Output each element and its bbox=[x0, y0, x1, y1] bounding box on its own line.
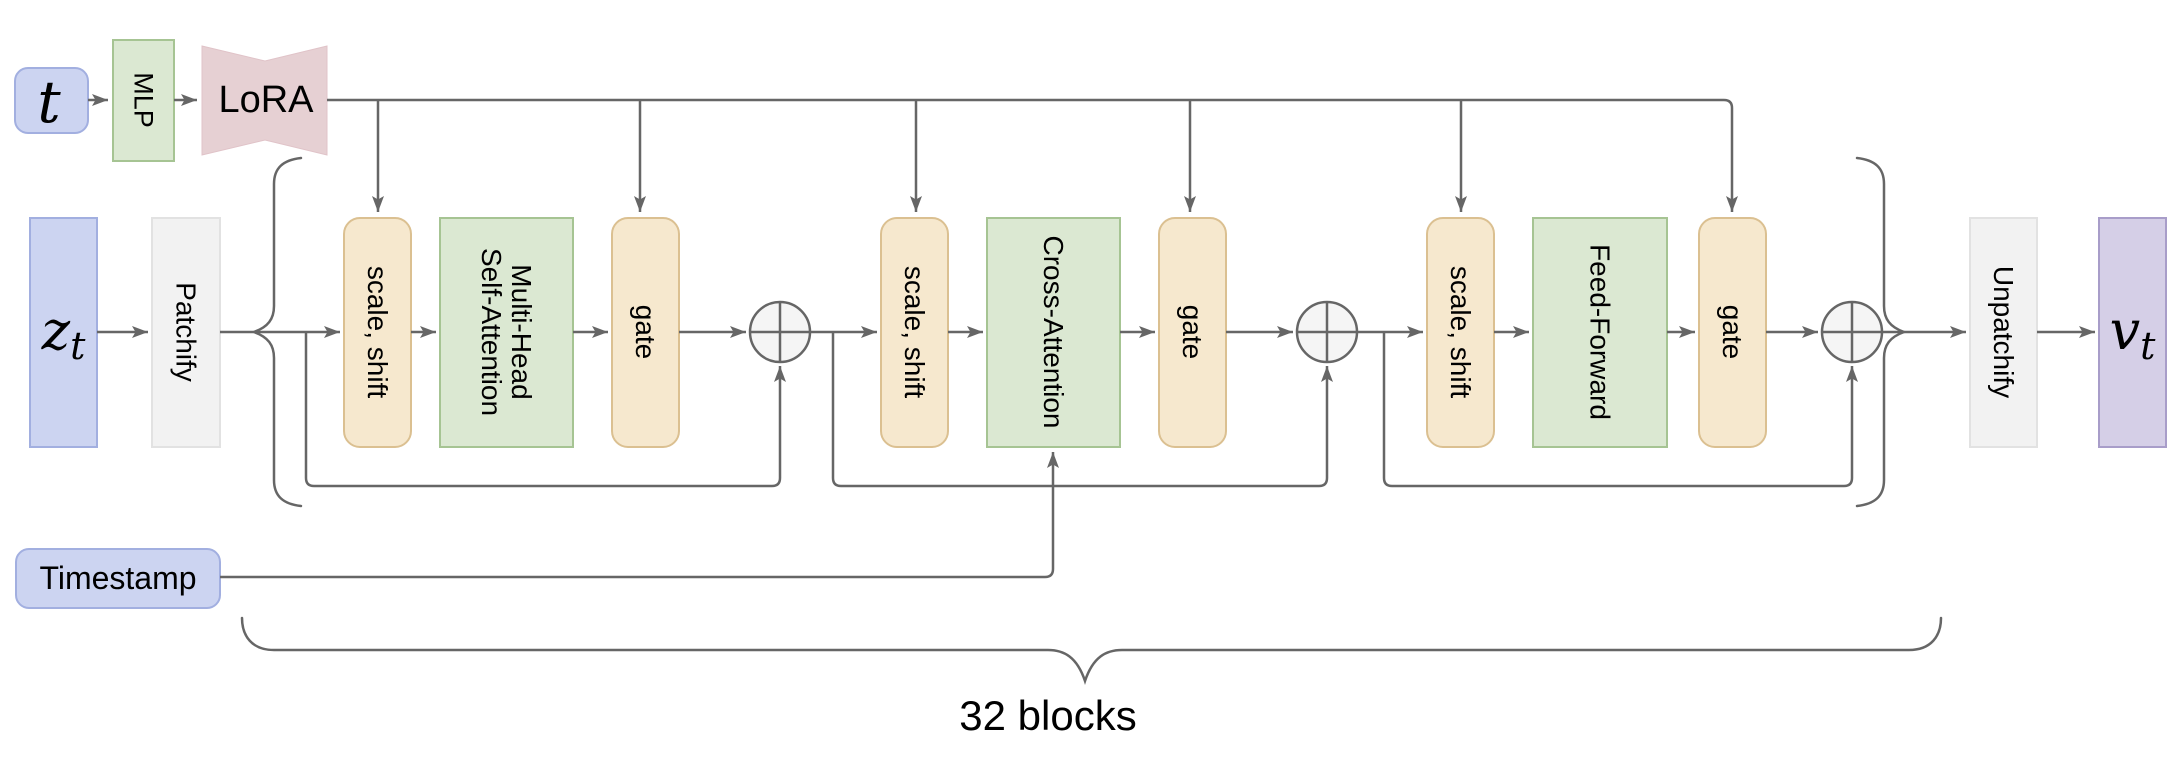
skip-connection-2 bbox=[831, 332, 1333, 488]
patchify-label: Patchify bbox=[171, 282, 202, 382]
gate-2-label: gate bbox=[1177, 305, 1208, 360]
plus-icon bbox=[1297, 302, 1357, 362]
vt-subscript: t bbox=[2140, 324, 2156, 368]
self-attention-box bbox=[439, 217, 574, 448]
lora-label: LoRA bbox=[218, 79, 314, 121]
skip-connection-3 bbox=[1382, 332, 1858, 488]
unpatchify-label: Unpatchify bbox=[1988, 266, 2019, 398]
conditioning-bus bbox=[327, 98, 1738, 212]
skip-connection-1 bbox=[304, 332, 786, 488]
blocks-count-brace bbox=[240, 616, 1943, 685]
lora-shape bbox=[201, 45, 328, 156]
gate-1-label: gate bbox=[630, 305, 661, 360]
zt-subscript: t bbox=[70, 324, 86, 368]
vt-output-box bbox=[2098, 217, 2167, 448]
unpatchify-box bbox=[1969, 217, 2038, 448]
self-attention-label-line2: Self-Attention bbox=[476, 248, 507, 416]
cross-attention-box bbox=[986, 217, 1121, 448]
blocks-count-label: 32 blocks bbox=[959, 692, 1136, 739]
plus-icon bbox=[750, 302, 810, 362]
cross-attention-label: Cross-Attention bbox=[1038, 236, 1069, 429]
add-node-2 bbox=[1295, 300, 1359, 364]
timestamp-label: Timestamp bbox=[39, 560, 196, 596]
self-attention-label-line1: Multi-Head bbox=[506, 264, 537, 399]
scale-shift-2-label: scale, shift bbox=[899, 266, 930, 398]
add-node-3 bbox=[1820, 300, 1884, 364]
add-node-1 bbox=[748, 300, 812, 364]
scale-shift-3-label: scale, shift bbox=[1445, 266, 1476, 398]
mlp-label: MLP bbox=[129, 72, 159, 128]
zt-input-box bbox=[29, 217, 98, 448]
edge-timestamp-to-cross-attention bbox=[220, 452, 1059, 579]
plus-icon bbox=[1822, 302, 1882, 362]
timestamp-box bbox=[15, 548, 221, 609]
zt-base: z bbox=[41, 299, 71, 362]
vt-base: v bbox=[2110, 299, 2141, 362]
gate-3-label: gate bbox=[1717, 305, 1748, 360]
vt-output-label: vt bbox=[2110, 299, 2157, 369]
scale-shift-1-label: scale, shift bbox=[362, 266, 393, 398]
feed-forward-label: Feed-Forward bbox=[1585, 244, 1616, 420]
zt-input-label: zt bbox=[41, 299, 86, 369]
t-input-label: t bbox=[37, 68, 61, 136]
mlp-box bbox=[112, 39, 175, 162]
